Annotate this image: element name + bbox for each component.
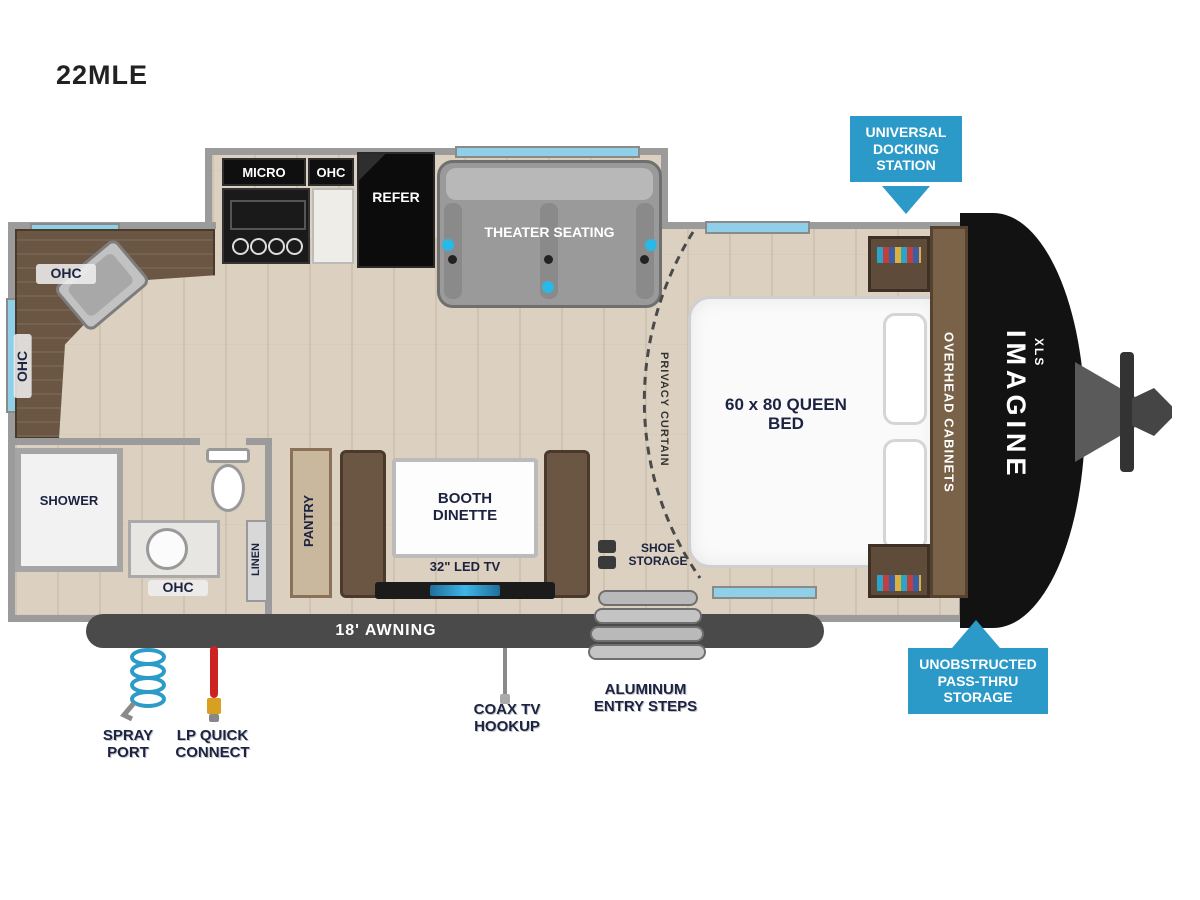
refrigerator: REFER [357, 152, 435, 268]
pillow [883, 439, 927, 551]
front-ohc-top: OHC [36, 264, 96, 284]
passthru-arrow-icon [952, 620, 1000, 648]
shoe-storage-label: SHOE STORAGE [628, 541, 688, 569]
lp-quick-connect-icon [205, 646, 223, 726]
overhead-cabinets-label: OVERHEAD CABINETS [941, 331, 957, 493]
theater-seating: THEATER SEATING [437, 160, 662, 308]
bath-wall [246, 438, 272, 445]
accent-light-icon [645, 239, 657, 251]
page-title: 22MLE [56, 60, 149, 90]
shower: SHOWER [15, 448, 123, 572]
bath-sink [146, 528, 188, 570]
tv [375, 582, 555, 599]
cupholder-icon [544, 255, 553, 264]
books-icon [877, 575, 921, 591]
entry-steps-label: ALUMINUM ENTRY STEPS [593, 681, 698, 715]
queen-bed: 60 x 80 QUEEN BED [688, 296, 938, 568]
bath-wall [15, 438, 200, 445]
cupholder-icon [640, 255, 649, 264]
coax-hookup-label: COAX TV HOOKUP [473, 701, 541, 735]
stove [222, 188, 310, 264]
kitchen-ohc-cabinet: OHC [308, 158, 354, 186]
awning-label: 18' AWNING [335, 622, 437, 639]
bath-wall [265, 438, 272, 616]
bath-ohc-label: OHC [148, 579, 208, 596]
tv-label: 32" LED TV [429, 559, 501, 574]
burner-icon [232, 238, 249, 255]
entry-steps [588, 590, 708, 666]
armrest [444, 203, 462, 299]
passthru-storage-callout: UNOBSTRUCTED PASS-THRU STORAGE [908, 648, 1048, 714]
theater-seating-label: THEATER SEATING [484, 224, 615, 240]
toilet [204, 448, 256, 516]
dinette-label: BOOTH DINETTE [432, 490, 498, 524]
lp-quick-connect-label: LP QUICK CONNECT [175, 727, 250, 761]
hitch-crossbar [1120, 352, 1134, 472]
kitchen-ohc-label: OHC [316, 164, 346, 180]
linen-cabinet: LINEN [246, 520, 268, 602]
hitch-coupler [1132, 388, 1172, 436]
nightstand [868, 544, 930, 598]
burner-icon [250, 238, 267, 255]
shoe-storage-icon [598, 540, 618, 570]
armrest [540, 203, 558, 299]
linen-label: LINEN [250, 543, 262, 577]
pantry-label: PANTRY [301, 495, 316, 547]
privacy-curtain-label: PRIVACY CURTAIN [658, 352, 670, 467]
brand-series: XLS [1032, 338, 1046, 368]
refrigerator-label: REFER [372, 189, 420, 205]
pillow [883, 313, 927, 425]
overhead-cabinets: OVERHEAD CABINETS [930, 226, 968, 598]
microwave: MICRO [222, 158, 306, 186]
front-ohc-side: OHC [14, 334, 32, 398]
docking-station-callout: UNIVERSAL DOCKING STATION [850, 116, 962, 182]
books-icon [877, 247, 921, 263]
microwave-label: MICRO [242, 164, 286, 180]
spray-port-icon [120, 648, 166, 722]
spray-port-label: SPRAY PORT [102, 727, 154, 761]
window [712, 586, 817, 599]
docking-arrow-icon [882, 186, 930, 214]
dinette-bench [544, 450, 590, 598]
awning-bar: 18' AWNING [86, 614, 824, 648]
kitchen-counter [312, 188, 354, 264]
armrest [636, 203, 654, 299]
burner-icon [286, 238, 303, 255]
nightstand [868, 236, 930, 292]
burner-icon [268, 238, 285, 255]
brand-logo: IMAGINE [1001, 330, 1031, 481]
pantry-cabinet: PANTRY [290, 448, 332, 598]
shower-label: SHOWER [39, 493, 99, 508]
window [455, 146, 640, 158]
cupholder-icon [448, 255, 457, 264]
dinette-bench [340, 450, 386, 598]
privacy-curtain-line [642, 231, 702, 579]
dinette-table: BOOTH DINETTE [392, 458, 538, 558]
coax-hookup-icon [498, 648, 512, 706]
window [705, 221, 810, 234]
queen-bed-label: 60 x 80 QUEEN BED [725, 395, 847, 434]
accent-light-icon [542, 281, 554, 293]
accent-light-icon [442, 239, 454, 251]
